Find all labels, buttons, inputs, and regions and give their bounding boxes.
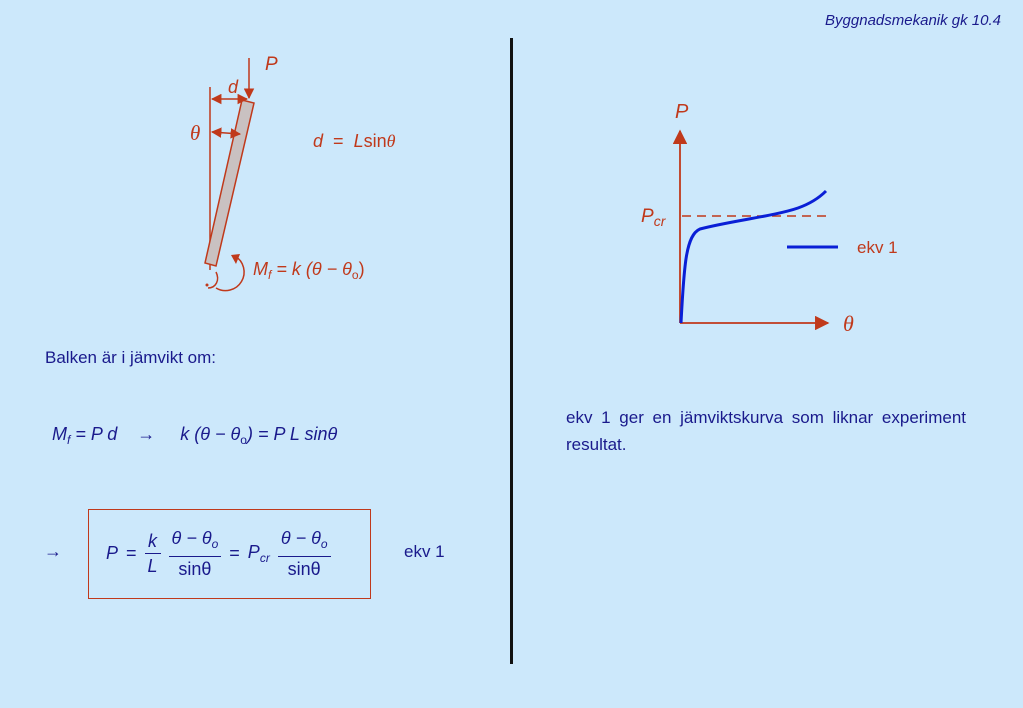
moment-arrowhead xyxy=(231,254,240,264)
eq1-o: o xyxy=(240,433,247,447)
eq2-k: k xyxy=(144,529,161,554)
moment-arc xyxy=(215,255,245,292)
offset-eq-sin: sin xyxy=(363,131,387,151)
equation-tag: ekv 1 xyxy=(404,542,445,561)
eq2-P: P xyxy=(106,542,119,563)
angle-arrow xyxy=(210,127,242,139)
x-axis-label: θ xyxy=(843,311,854,336)
eq2-L: L xyxy=(147,555,158,576)
moment-arrow xyxy=(207,271,219,289)
support-point xyxy=(205,283,209,287)
beam xyxy=(204,99,255,267)
boxed-equation xyxy=(88,509,371,599)
eq2-arrow: → xyxy=(44,541,62,561)
moment-equation: Mf = k (θ − θo) xyxy=(253,259,365,282)
legend-label: ekv 1 xyxy=(857,238,898,257)
vertical-divider xyxy=(510,38,513,664)
eq2-num1-o: o xyxy=(211,536,219,551)
course-header: Byggnadsmekanik gk 10.4 xyxy=(825,12,1001,29)
eq2-Pcr-cr: cr xyxy=(259,550,270,565)
beam-diagram xyxy=(204,58,255,292)
offset-label: d xyxy=(228,77,239,97)
eq2-den1: sinθ xyxy=(178,558,212,579)
offset-eq-equals: = xyxy=(333,131,344,151)
equilibrium-curve xyxy=(679,189,828,324)
angle-label: θ xyxy=(190,121,201,145)
eq2-equals: = xyxy=(126,542,137,563)
pcr-cr: cr xyxy=(653,213,666,229)
moment-M: M xyxy=(253,259,268,279)
eq1-arrow: → xyxy=(137,424,156,444)
eq2-num1: θ − θ xyxy=(171,527,212,548)
offset-eq-theta: θ xyxy=(386,131,396,151)
pcr-P: P xyxy=(641,206,654,227)
eq2-Pcr-P: P xyxy=(247,541,260,562)
eq1-k: k (θ − θ xyxy=(180,424,241,444)
eq2-num2: θ − θ xyxy=(280,527,321,548)
result-paragraph: ekv 1 ger en jämviktskurva som liknar ex… xyxy=(566,408,966,454)
offset-eq-L: L xyxy=(353,131,364,151)
moment-rest: = k (θ − θ xyxy=(271,259,352,279)
eq2-den2: sinθ xyxy=(287,558,321,579)
equilibrium-text: Balken är i jämvikt om: xyxy=(45,348,216,367)
eq2-num2-o: o xyxy=(320,536,328,551)
equilibrium-equation: Mf = P d → k (θ − θo) = P L sinθ xyxy=(52,424,337,447)
equilibrium-curve-chart xyxy=(672,129,838,331)
offset-equation: d = Lsinθ xyxy=(313,131,395,152)
offset-eq-d: d xyxy=(313,131,324,151)
eq1-f: f xyxy=(67,433,71,447)
moment-f: f xyxy=(268,268,272,282)
fraction-2: θ − θo sinθ xyxy=(277,526,331,581)
eq1-M: M xyxy=(52,424,67,444)
fraction-1: θ − θo sinθ xyxy=(168,526,222,581)
y-axis-label: P xyxy=(675,101,689,123)
pcr-label: Pcr xyxy=(641,206,665,229)
load-label: P xyxy=(265,54,278,75)
moment-o: o xyxy=(351,268,359,282)
eq1-Pd: = P d xyxy=(70,424,118,444)
eq2-equals-2: = xyxy=(229,542,240,563)
moment-close: ) xyxy=(358,259,365,279)
eq1-rhs: ) = P L sinθ xyxy=(246,424,338,444)
